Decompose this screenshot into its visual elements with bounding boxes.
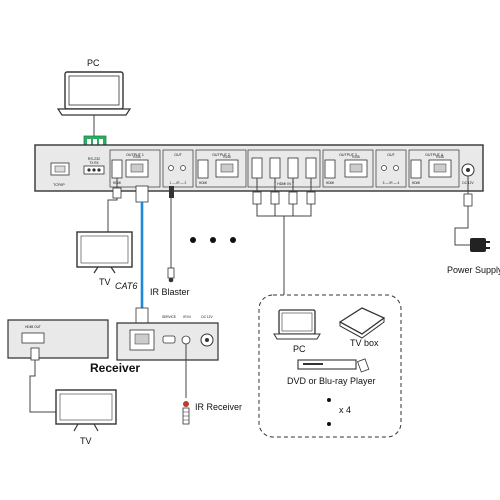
- ir-blaster-plug: [169, 186, 174, 198]
- tv-icon-left: [76, 231, 133, 274]
- output2-hdmi-label: HDMI: [199, 181, 207, 185]
- receiver-display-box: [7, 319, 109, 359]
- source-dot-1: [327, 398, 331, 402]
- ir-out-right-label: OUT: [387, 153, 395, 157]
- output2-label: OUTPUT 2: [212, 153, 230, 157]
- output1-label: OUTPUT 1: [126, 153, 144, 157]
- hdmi-in-2-port[interactable]: [269, 157, 281, 179]
- rs232-label: RS-232: [88, 157, 100, 161]
- power-cable: [454, 206, 470, 246]
- ir-in-label: IR IN: [183, 315, 191, 319]
- source-dot-2: [327, 422, 331, 426]
- output3-rj45-label: RJ45: [352, 155, 360, 159]
- ir-receiver-label: IR Receiver: [195, 402, 242, 412]
- hdmi-input-cables: [252, 178, 316, 295]
- hdmi-cable-bottom: [29, 360, 56, 413]
- tv-box-label: TV box: [350, 338, 379, 348]
- hdmi-in-3-port[interactable]: [287, 157, 299, 179]
- output3-hdmi-port[interactable]: [324, 159, 336, 179]
- tv-box-icon: [338, 307, 386, 339]
- output1-rj45-label: RJ45: [133, 155, 141, 159]
- rs232-pins-label: TX RX: [89, 161, 99, 165]
- matrix-switcher: [34, 144, 484, 192]
- sources-group: [258, 294, 402, 438]
- cat6-label: CAT6: [115, 281, 137, 291]
- service-label: SERVICE: [162, 315, 176, 319]
- dvd-label: DVD or Blu-ray Player: [287, 376, 376, 386]
- more-dot-2: [210, 237, 216, 243]
- output3-hdmi-label: HDMI: [326, 181, 334, 185]
- output4-hdmi-port[interactable]: [410, 159, 422, 179]
- more-dot-3: [230, 237, 236, 243]
- cat6-connector-bottom: [135, 307, 149, 325]
- dvd-player-icon: [297, 358, 370, 373]
- cat6-connector-top: [135, 185, 149, 203]
- hdmi-in-label: HDMI IN: [277, 182, 291, 186]
- power-adapter-icon: [470, 238, 490, 252]
- tv-icon-bottom: [55, 389, 117, 432]
- output4-hdmi-label: HDMI: [412, 181, 420, 185]
- source-pc-label: PC: [293, 344, 306, 354]
- output4-label: OUTPUT 4: [425, 153, 443, 157]
- output4-rj45-label: RJ45: [436, 155, 444, 159]
- ir-in-port[interactable]: [181, 335, 191, 345]
- hdmi-out-label: HDMI OUT: [25, 325, 41, 329]
- tv-left-label: TV: [99, 277, 111, 287]
- service-port[interactable]: [162, 335, 176, 344]
- more-dot-1: [190, 237, 196, 243]
- power-supply-label: Power Supply: [447, 265, 500, 275]
- receiver-label: Receiver: [90, 361, 140, 375]
- tcpip-label: TCP/IP: [53, 183, 65, 187]
- source-pc-laptop-icon: [273, 309, 321, 340]
- ir-range-right-label: 3 — IR — 4: [383, 181, 400, 185]
- hdmi-in-4-port[interactable]: [305, 157, 317, 179]
- ir-out-left-label: OUT: [174, 153, 182, 157]
- tv-bottom-label: TV: [80, 436, 92, 446]
- output1-hdmi-port[interactable]: [111, 159, 123, 179]
- top-pc-label: PC: [87, 58, 100, 68]
- x4-label: x 4: [339, 405, 351, 415]
- ir-blaster-icon: [167, 267, 175, 283]
- output2-rj45-label: RJ45: [223, 155, 231, 159]
- receiver-dc-label: DC 12V: [201, 315, 213, 319]
- hdmi-in-1-port[interactable]: [251, 157, 263, 179]
- ir-blaster-label: IR Blaster: [150, 287, 190, 297]
- ir-range-left-label: 1 — IR — 2: [170, 181, 187, 185]
- ir-receiver-icon: [182, 401, 190, 425]
- output3-label: OUTPUT 3: [339, 153, 357, 157]
- receiver-unit: [116, 322, 219, 361]
- output2-hdmi-port[interactable]: [197, 159, 209, 179]
- top-pc-laptop-icon: [56, 71, 132, 116]
